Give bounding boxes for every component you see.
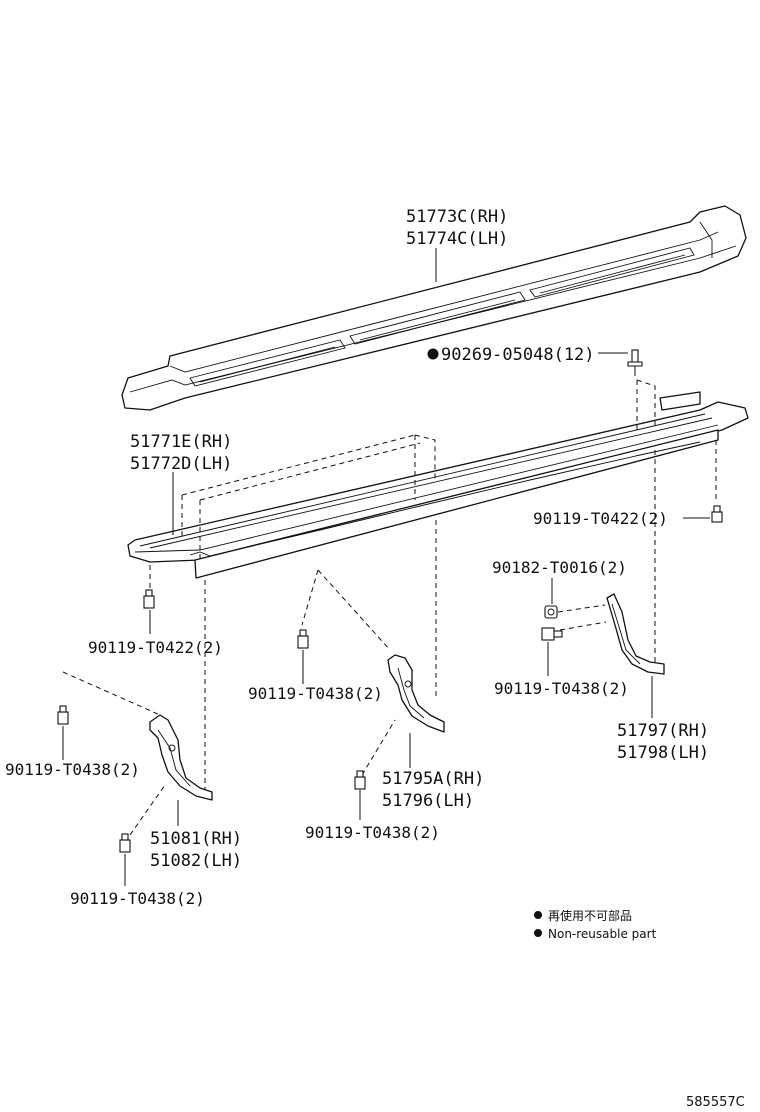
rear-bracket <box>606 593 665 675</box>
legend-jp: 再使用不可部品 <box>548 908 632 923</box>
diagram-code: 585557C <box>686 1095 745 1110</box>
phantom-lines <box>62 379 717 836</box>
clip-icon <box>627 349 643 376</box>
bolt-icon <box>354 770 366 790</box>
non-reusable-icon <box>427 348 439 360</box>
label-bolt-front-upper: 90119-T0438(2) <box>5 760 140 779</box>
label-bolt-right-bracket: 90119-T0438(2) <box>494 679 629 698</box>
label-nut-right: 90182-T0016(2) <box>492 558 627 577</box>
front-bracket <box>149 714 213 801</box>
label-step-pad-lh: 51774C(LH) <box>406 229 508 249</box>
step-pad-cover <box>121 205 747 411</box>
label-bolt-center-lower: 90119-T0438(2) <box>305 823 440 842</box>
legend: 再使用不可部品 Non-reusable part <box>534 908 657 941</box>
bolt-icon <box>143 589 155 609</box>
non-reusable-icon <box>534 911 542 919</box>
bolt-icon <box>119 833 131 853</box>
leader-lines <box>62 248 710 886</box>
label-step-pad-rh: 51773C(RH) <box>406 207 508 227</box>
label-center-bracket-lh: 51796(LH) <box>382 791 474 811</box>
label-rear-bracket-rh: 51797(RH) <box>617 721 709 741</box>
label-bolt-left: 90119-T0422(2) <box>88 638 223 657</box>
bolt-icon <box>541 627 563 641</box>
label-clip: 90269-05048(12) <box>441 345 595 365</box>
label-center-bracket-rh: 51795A(RH) <box>382 769 484 789</box>
non-reusable-icon <box>534 929 542 937</box>
bolt-icon <box>57 705 69 725</box>
bolt-icon <box>297 629 309 649</box>
label-rear-bracket-lh: 51798(LH) <box>617 743 709 763</box>
label-bolt-right: 90119-T0422(2) <box>533 509 668 528</box>
label-front-bracket-rh: 51081(RH) <box>150 829 242 849</box>
center-bracket <box>387 654 445 733</box>
label-step-rh: 51771E(RH) <box>130 432 232 452</box>
label-bolt-front-lower: 90119-T0438(2) <box>70 889 205 908</box>
label-front-bracket-lh: 51082(LH) <box>150 851 242 871</box>
label-bolt-center-upper: 90119-T0438(2) <box>248 684 383 703</box>
bolt-icon <box>711 505 723 523</box>
label-step-lh: 51772D(LH) <box>130 454 232 474</box>
running-board <box>127 391 749 579</box>
nut-icon <box>544 605 558 619</box>
legend-en: Non-reusable part <box>548 927 657 941</box>
